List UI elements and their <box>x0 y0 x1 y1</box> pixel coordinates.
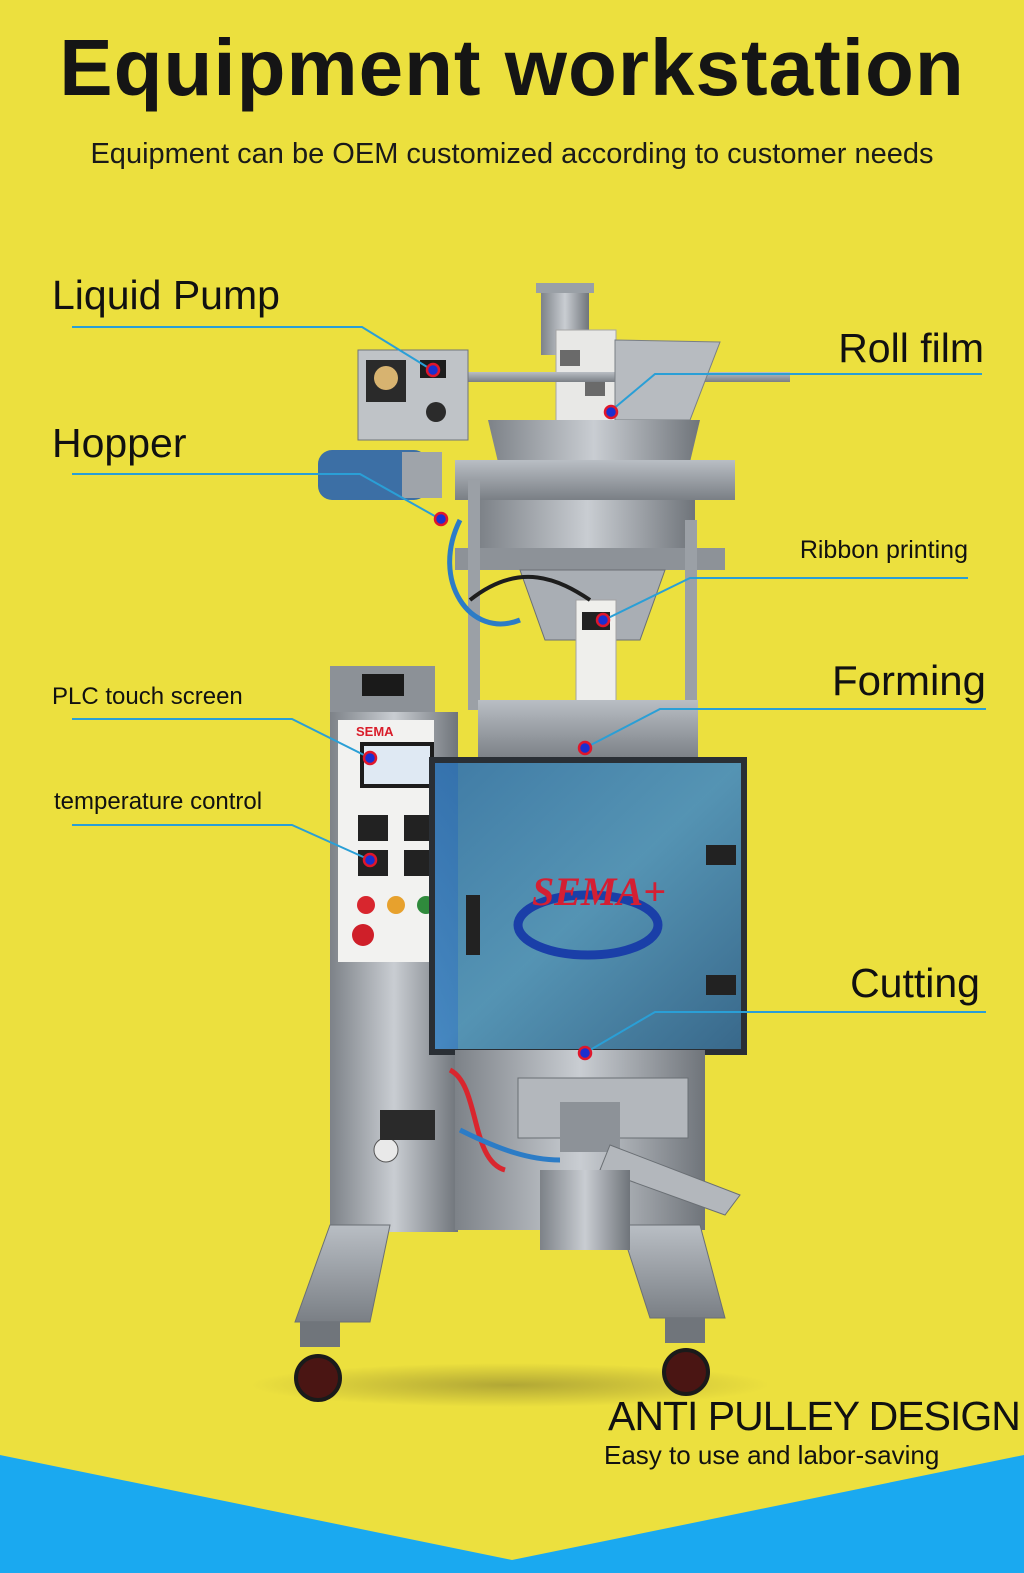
air-hose <box>458 1127 561 1163</box>
caster-bracket <box>300 1322 340 1347</box>
counter-display <box>362 674 404 696</box>
floor-shadow <box>250 1363 770 1407</box>
pump-switch <box>426 402 446 422</box>
filter-regulator <box>380 1110 435 1140</box>
leader-line-ribbon-printing <box>603 577 968 621</box>
discharge-chute <box>599 1144 741 1216</box>
marker-cutting <box>577 1045 593 1061</box>
label-plc: PLC touch screen <box>52 683 243 710</box>
film-print-mark <box>560 350 580 366</box>
guard-logo: SEMA+ <box>532 869 666 914</box>
cable <box>447 518 521 627</box>
film-print-mark <box>585 380 605 396</box>
marker-ribbon-printing <box>595 612 611 628</box>
footer-tagline: Easy to use and labor-saving <box>604 1440 940 1470</box>
frame-post-right <box>685 520 697 730</box>
temp-controller <box>358 815 388 841</box>
footer-band <box>0 1455 1024 1573</box>
base-leg-right <box>619 1224 726 1319</box>
marker-liquid-pump <box>425 362 441 378</box>
hinge <box>706 975 736 995</box>
stop-button <box>357 896 375 914</box>
leader-line-hopper <box>72 473 441 520</box>
cup-plate <box>455 548 725 570</box>
hopper-frame <box>455 460 735 500</box>
pressure-gauge <box>373 1137 399 1163</box>
marker-hopper <box>433 511 449 527</box>
motor <box>318 450 428 500</box>
leader-line-cutting <box>584 1011 986 1054</box>
motor-gearbox <box>402 452 442 498</box>
base-leg-left <box>294 1224 391 1323</box>
plc-screen <box>364 746 430 784</box>
glass-guard <box>429 757 747 1055</box>
caster-wheel <box>662 1348 710 1396</box>
marker-roll-film <box>603 404 619 420</box>
label-cutting: Cutting <box>850 960 980 1006</box>
leader-line-temperature <box>72 824 371 861</box>
leader-line-plc <box>72 718 371 759</box>
logo-swoosh <box>513 890 663 960</box>
hopper-ring <box>488 420 700 462</box>
measuring-cups <box>480 500 695 555</box>
page-title: Equipment workstation <box>59 23 965 112</box>
page-subtitle: Equipment can be OEM customized accordin… <box>90 138 934 170</box>
marker-temperature <box>362 852 378 868</box>
marker-forming <box>577 740 593 756</box>
feed-tube-cap <box>536 283 594 293</box>
cutter-block <box>560 1102 620 1152</box>
air-hose <box>448 1067 506 1173</box>
label-forming: Forming <box>831 657 986 704</box>
label-liquid-pump: Liquid Pump <box>52 272 280 318</box>
label-temperature: temperature control <box>54 788 263 815</box>
label-ribbon-printing: Ribbon printing <box>799 536 968 564</box>
door-handle <box>466 895 480 955</box>
panel-logo: SEMA <box>356 724 394 739</box>
leader-line-forming <box>584 708 986 749</box>
leader-line-roll-film <box>611 373 982 411</box>
label-hopper: Hopper <box>52 420 187 466</box>
pump-knob <box>374 366 398 390</box>
footer-headline: ANTI PULLEY DESIGN <box>608 1393 1021 1439</box>
product-chute <box>614 339 721 421</box>
marker-plc <box>362 750 378 766</box>
hinge <box>706 845 736 865</box>
leader-line-liquid-pump <box>72 326 433 371</box>
warning-button <box>387 896 405 914</box>
cable <box>468 575 592 602</box>
caster-bracket <box>665 1318 705 1343</box>
caster-wheel <box>294 1354 342 1402</box>
emergency-stop <box>352 924 374 946</box>
center-column <box>540 1170 630 1250</box>
label-roll-film: Roll film <box>838 325 984 371</box>
